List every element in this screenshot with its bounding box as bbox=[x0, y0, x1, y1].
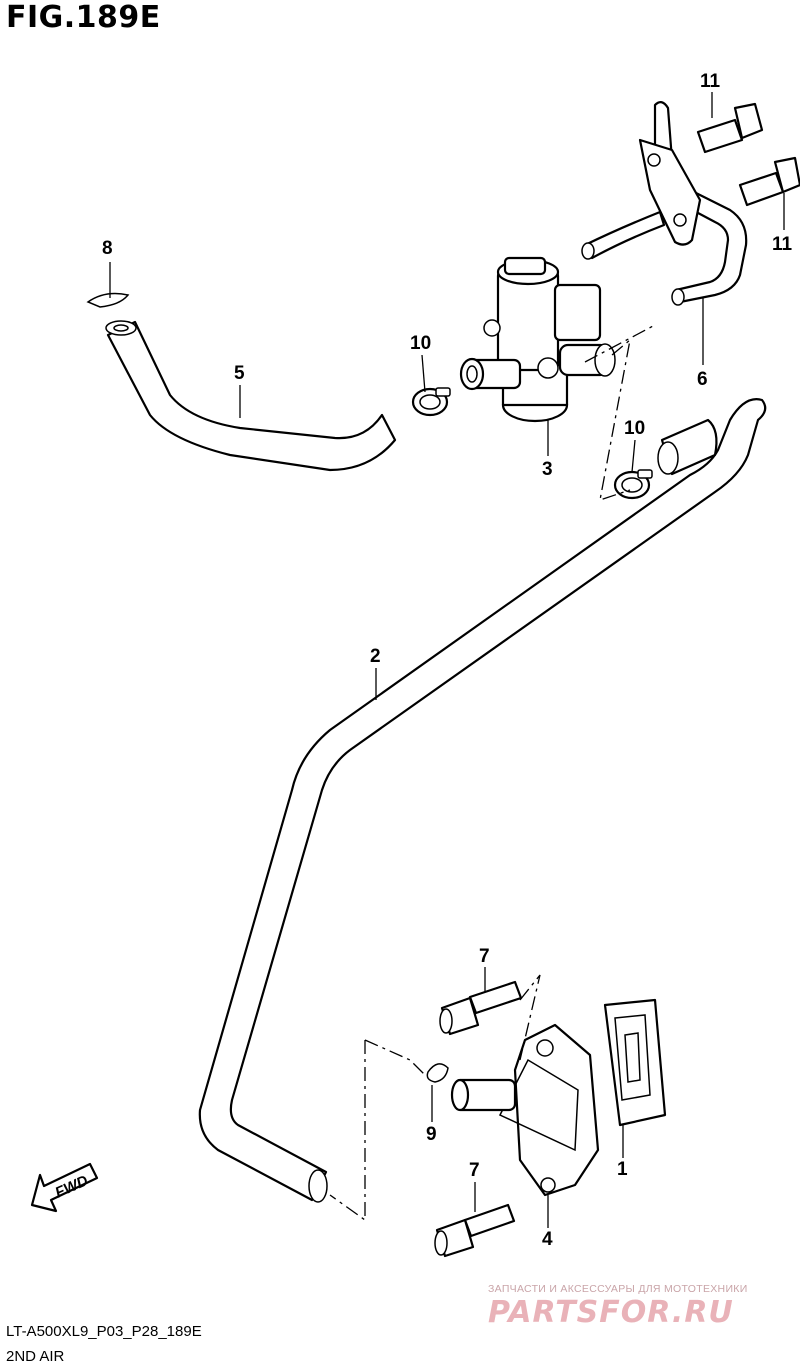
callout-part-1: 1 bbox=[617, 1159, 628, 1180]
cover-part-4[interactable] bbox=[450, 1023, 600, 1197]
callout-part-10-lower: 10 bbox=[624, 418, 645, 439]
callout-part-2: 2 bbox=[370, 646, 381, 667]
clamp-part-10-upper[interactable] bbox=[411, 387, 451, 417]
callout-part-3: 3 bbox=[542, 459, 553, 480]
callout-part-4: 4 bbox=[542, 1229, 553, 1250]
assembly-guide-lines bbox=[329, 324, 656, 1222]
callout-part-7-lower: 7 bbox=[469, 1160, 480, 1181]
bolt-part-7-upper[interactable] bbox=[439, 980, 523, 1036]
section-name: 2ND AIR bbox=[6, 1348, 65, 1365]
bolt-part-11-lower[interactable] bbox=[738, 156, 800, 207]
callout-part-8: 9 bbox=[426, 1124, 437, 1145]
clamp-part-10-lower[interactable] bbox=[613, 469, 653, 500]
clip-part-8[interactable] bbox=[426, 1063, 449, 1083]
watermark-tagline: ЗАПЧАСТИ И АКСЕССУАРЫ ДЛЯ МОТОТЕХНИКИ bbox=[488, 1283, 748, 1295]
hose-part-6[interactable] bbox=[105, 320, 397, 472]
clip-part-9[interactable] bbox=[86, 292, 130, 308]
valve-part-3[interactable] bbox=[459, 256, 616, 423]
fwd-label: FWD bbox=[53, 1172, 91, 1201]
callout-part-7-upper: 7 bbox=[479, 946, 490, 967]
pipe-part-5[interactable] bbox=[581, 101, 748, 306]
callout-part-11-lower: 11 bbox=[772, 234, 793, 255]
callout-labels: 8 5 10 3 6 11 11 10 2 7 1 9 7 4 bbox=[102, 71, 793, 1250]
gasket-part-1[interactable] bbox=[603, 998, 667, 1127]
callout-part-9: 8 bbox=[102, 238, 113, 259]
leader-lines bbox=[109, 92, 785, 1228]
model-code: LT-A500XL9_P03_P28_189E bbox=[6, 1323, 202, 1340]
hose-part-2[interactable] bbox=[198, 398, 767, 1203]
callout-part-11-upper: 11 bbox=[700, 71, 721, 92]
callout-part-10-upper: 10 bbox=[410, 333, 431, 354]
watermark-logo: PARTSFOR.RU bbox=[488, 1295, 734, 1330]
fwd-direction-arrow: FWD bbox=[30, 1162, 99, 1213]
figure-title: FIG.189E bbox=[6, 0, 161, 35]
bolt-part-7-lower[interactable] bbox=[434, 1203, 516, 1258]
bolt-part-11-upper[interactable] bbox=[696, 102, 764, 154]
callout-part-6: 5 bbox=[234, 363, 245, 384]
callout-part-5: 6 bbox=[697, 369, 708, 390]
